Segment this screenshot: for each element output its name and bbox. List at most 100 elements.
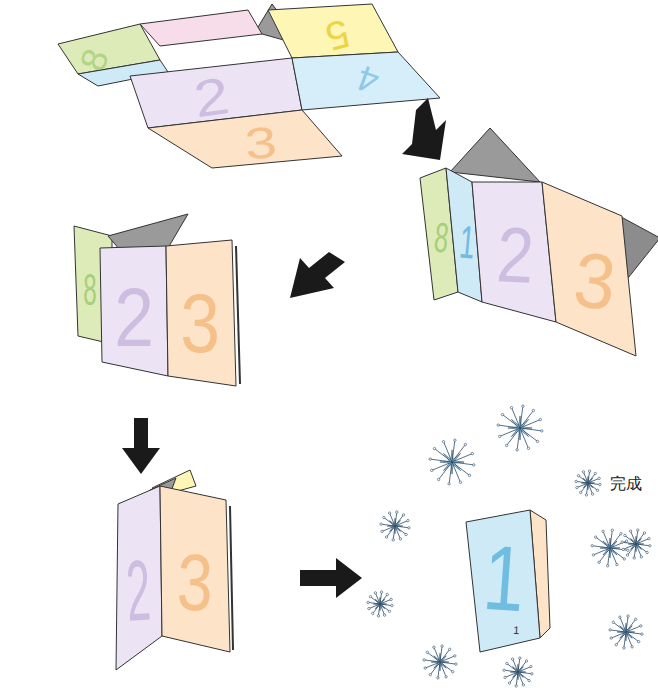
sparkle-tip: [407, 519, 409, 521]
label-layer: 2: [114, 269, 154, 364]
sparkle-tip: [640, 556, 642, 558]
sparkle-symbol: [367, 591, 393, 617]
fold-shadow: [450, 128, 540, 182]
sparkle-tip: [607, 565, 609, 567]
page-number: 5: [321, 11, 354, 59]
sparkle-tip: [522, 684, 524, 686]
sparkle-tip: [641, 633, 643, 635]
sparkle-tip: [619, 616, 621, 618]
sparkle-tip: [588, 470, 590, 472]
sparkle-tip: [385, 536, 387, 538]
page-number: 1: [513, 624, 520, 636]
sparkle-tip: [612, 621, 614, 623]
sparkle-tip: [638, 641, 640, 643]
page-number: 4: [351, 57, 384, 102]
sparkle-tip: [441, 645, 443, 647]
sparkle-tip: [390, 598, 392, 600]
sparkle-tip: [609, 629, 611, 631]
sparkle-tip: [646, 551, 648, 553]
step-arrow: [290, 252, 345, 298]
folded-panel: [542, 182, 636, 356]
sparkle-ray: [375, 593, 380, 604]
sparkle-tip: [504, 676, 506, 678]
step-arrow: [300, 558, 362, 598]
label-layer: 5: [321, 11, 354, 59]
page-number: 3: [243, 117, 279, 169]
page-number: 2: [495, 210, 536, 299]
sparkle-ray: [440, 656, 455, 662]
flat-sheet: 8 5 2 4 3: [58, 4, 440, 169]
sparkle-tip: [648, 537, 650, 539]
sparkle-tip: [369, 596, 371, 598]
page-number: 8: [432, 214, 451, 261]
sparkle-tip: [640, 625, 642, 627]
sparkle-ray: [610, 548, 617, 565]
sparkle-tip: [530, 665, 532, 667]
sparkle-tip: [515, 685, 517, 687]
sparkle-tip: [525, 660, 527, 662]
sparkle-tip: [622, 548, 624, 550]
sparkle-ray: [425, 662, 440, 668]
sparkle-tip: [626, 554, 628, 556]
sparkle-ray: [380, 604, 385, 615]
sparkle-tip: [532, 409, 534, 411]
sparkle-symbol: [591, 529, 629, 567]
sparkle-tip: [594, 472, 596, 474]
sparkle-ray: [588, 483, 593, 494]
sparkle-symbol: [621, 529, 651, 559]
label-layer: 1: [458, 216, 478, 268]
label-layer: 3: [180, 275, 220, 370]
sparkle-tip: [459, 481, 461, 483]
label-layer: 3: [570, 235, 620, 326]
sparkle-ray: [518, 672, 523, 685]
sparkle-ray: [611, 632, 626, 638]
sparkle-tip: [620, 533, 622, 535]
sparkle-ray: [444, 442, 452, 462]
sparkle-tip: [391, 604, 393, 606]
sparkle-tip: [424, 667, 426, 669]
sparkle-tip: [527, 447, 529, 449]
sparkle-ray: [626, 626, 641, 632]
sparkle-tip: [624, 534, 626, 536]
sheet-panel: [292, 52, 440, 110]
sparkle-tip: [508, 682, 510, 684]
page-number: 3: [570, 235, 620, 326]
sparkle-ray: [395, 526, 400, 539]
step-arrow: [402, 98, 446, 160]
page-number: 3: [176, 537, 215, 628]
sparkle-tip: [464, 443, 466, 445]
sparkle-group: [367, 405, 651, 687]
sparkle-ray: [518, 667, 531, 672]
sparkle-tip: [429, 674, 431, 676]
step-arrow: [122, 418, 160, 474]
sparkle-tip: [437, 677, 439, 679]
sparkle-ray: [452, 462, 460, 482]
sparkle-tip: [598, 477, 600, 479]
label-layer: 4: [351, 57, 384, 102]
sparkle-tip: [539, 418, 541, 420]
sparkle-tip: [471, 452, 473, 454]
sparkle-tip: [575, 480, 577, 482]
completion-label: 完成: [610, 474, 642, 493]
sparkle-tip: [426, 651, 428, 653]
sparkle-tip: [388, 512, 390, 514]
label-layer: 8: [432, 214, 451, 261]
sparkle-ray: [432, 462, 452, 470]
sparkle-tip: [381, 530, 383, 532]
sparkle-tip: [503, 669, 505, 671]
sparkle-tip: [433, 646, 435, 648]
page-number: 8: [83, 265, 96, 315]
sparkle-tip: [497, 424, 499, 426]
sparkle-tip: [374, 592, 376, 594]
folded-panel: [116, 486, 162, 670]
sparkle-tip: [408, 527, 410, 529]
sparkle-tip: [437, 478, 439, 480]
sparkle-tip: [433, 447, 435, 449]
sparkle-tip: [442, 441, 444, 443]
sparkle-ray: [512, 408, 520, 428]
sparkle-tip: [598, 561, 600, 563]
fold-edge: [236, 246, 240, 384]
sparkle-symbol: [575, 470, 601, 496]
sparkle-tip: [505, 444, 507, 446]
